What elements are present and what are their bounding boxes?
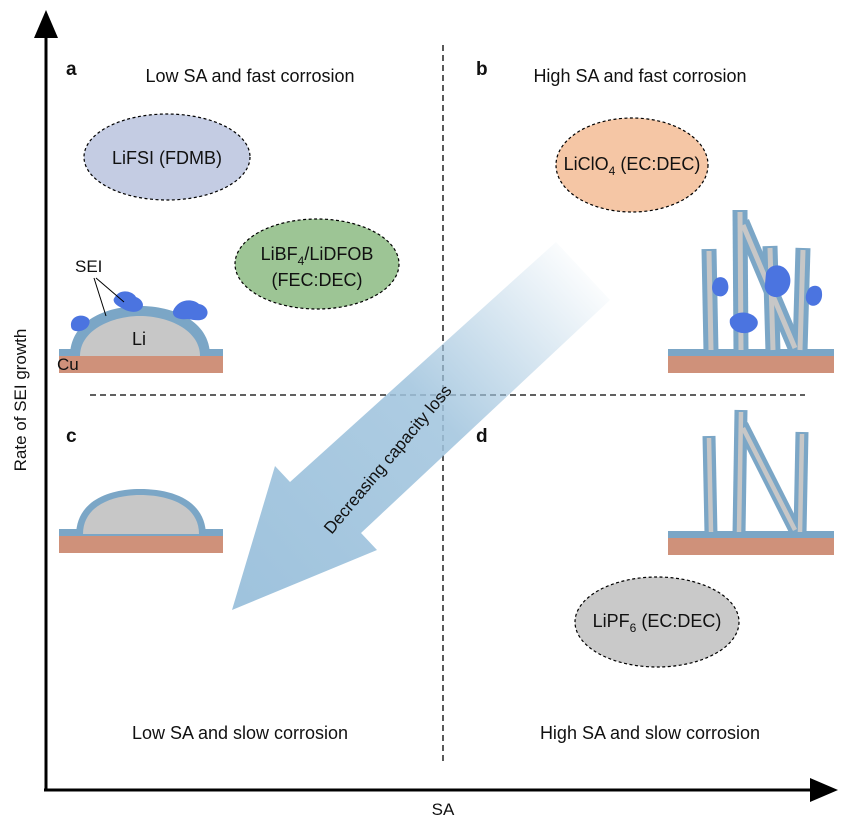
sei-base-d [668,531,834,538]
dendrite-b1 [706,250,714,351]
sei-blob-b4 [729,312,758,334]
lifsi-ellipse [83,113,251,201]
panel-letter-b: b [476,59,488,80]
x-axis-label: SA [432,800,455,819]
electrolyte-liclo4: LiClO4 (EC:DEC) [555,117,709,213]
cu-substrate-b [668,355,834,373]
y-axis-label: Rate of SEI growth [11,329,30,472]
y-axis-arrowhead [34,10,58,38]
electrolyte-lifsi: LiFSI (FDMB) [83,113,251,201]
li-metal-a [80,316,200,356]
cu-substrate-c [59,535,223,553]
panel-letter-d: d [476,426,488,447]
sei-base-b [668,349,834,356]
liclo4-label: LiClO4 (EC:DEC) [564,154,701,178]
sei-blob-a3 [172,300,208,321]
quadrant-c-title: Low SA and slow corrosion [132,723,348,743]
cu-label: Cu [57,355,79,374]
dendrite-d2 [736,411,744,533]
lifsi-label: LiFSI (FDMB) [112,148,222,168]
x-axis-arrowhead [810,778,838,802]
cu-substrate-d [668,537,834,555]
sei-pointer-1 [93,277,107,317]
panel-letter-c: c [66,426,77,447]
sei-blob-a1 [70,315,90,332]
sei-pointer-2 [95,277,125,303]
libf4-label-line1: LiBF4/LiDFOB [261,244,374,268]
dendrite-d3 [740,426,798,532]
dendrite-d4 [797,433,805,533]
liclo4-ellipse [555,117,709,213]
sei-blob-b1 [712,277,729,297]
libf4-label-line2: (FEC:DEC) [272,270,363,290]
quadrant-d-title: High SA and slow corrosion [540,723,760,743]
panel-letter-a: a [66,59,77,80]
dendrite-b4 [767,247,776,351]
quadrant-labels: a Low SA and fast corrosion b High SA an… [66,59,760,743]
libf4-ellipse [234,218,400,310]
li-metal-c [83,495,199,534]
illustration-a-li-deposit: SEI Li Cu [57,257,223,374]
lipf6-ellipse [574,576,740,668]
capacity-loss-arrow-shape [232,242,610,610]
electrolyte-lipf6: LiPF6 (EC:DEC) [574,576,740,668]
cu-substrate-a [59,355,223,373]
dendrite-b5 [797,249,806,351]
electrolyte-libf4: LiBF4/LiDFOB (FEC:DEC) [234,218,400,310]
illustration-b-dendrites [668,209,834,373]
lipf6-label: LiPF6 (EC:DEC) [593,611,722,635]
quadrant-b-title: High SA and fast corrosion [533,66,746,86]
li-label: Li [132,329,146,349]
sei-blob-b2 [764,265,791,298]
sei-blob-a2 [113,291,143,312]
sei-label: SEI [75,257,102,276]
axes: SA Rate of SEI growth [11,10,838,819]
sei-blob-b3 [805,285,823,306]
illustration-c-li-deposit [59,489,223,553]
illustration-d-dendrites [668,409,834,555]
quadrant-a-title: Low SA and fast corrosion [145,66,354,86]
dendrite-d1 [706,437,714,533]
